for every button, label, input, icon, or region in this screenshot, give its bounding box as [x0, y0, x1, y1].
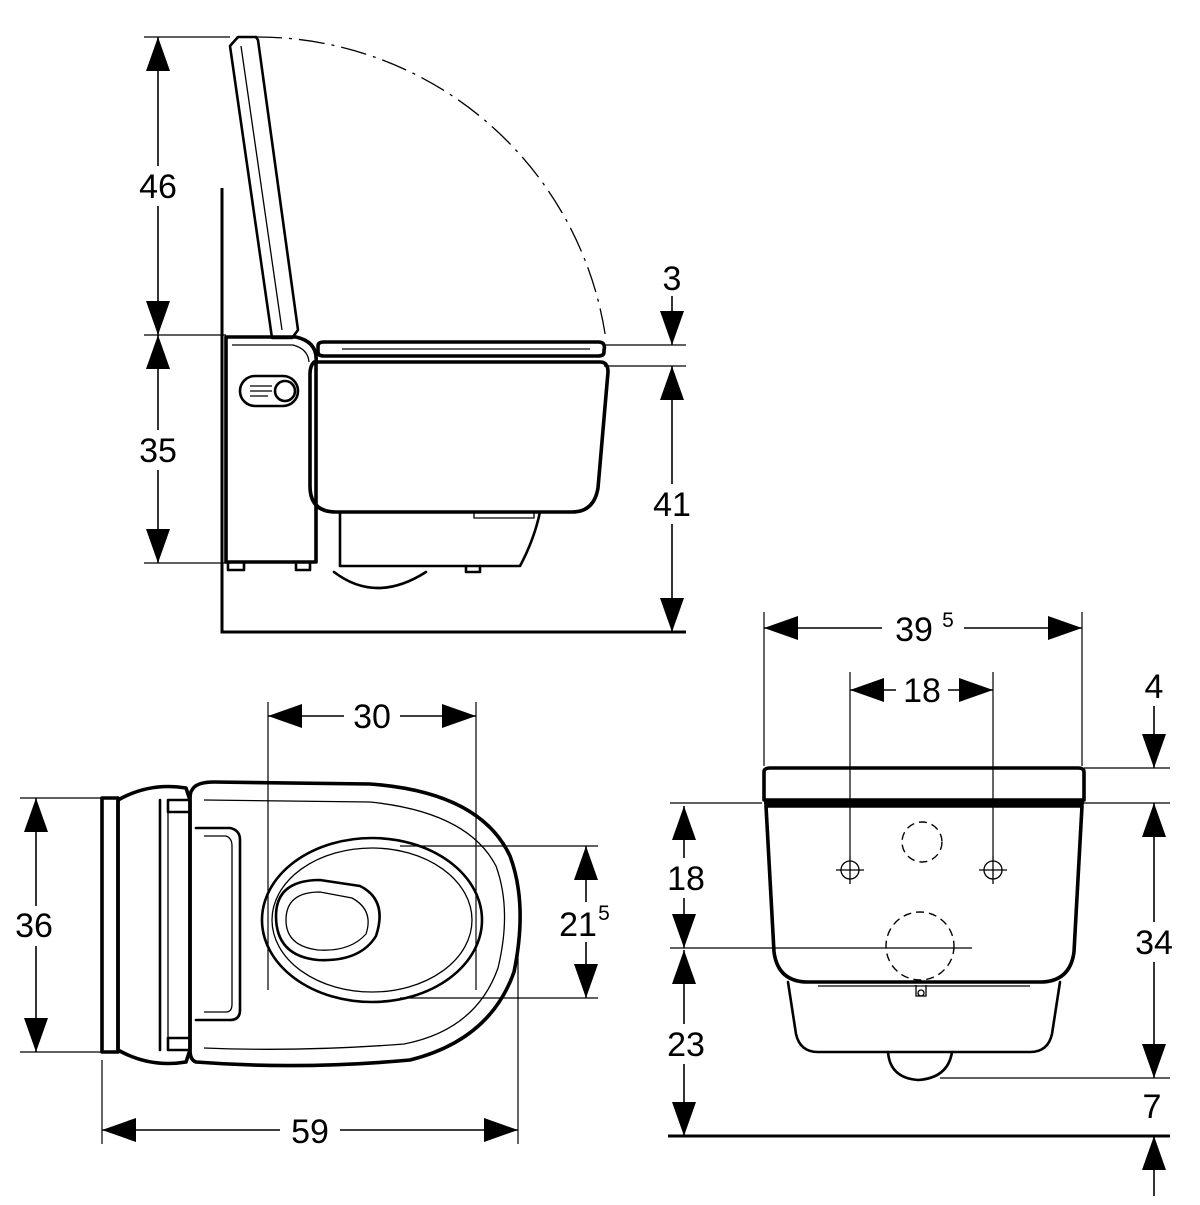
dim-label-overall-length: 59 — [291, 1113, 329, 1151]
right-bolt-marker — [979, 856, 1007, 884]
side-wall-floor-line — [220, 188, 686, 634]
seat-outline-top — [188, 780, 522, 1068]
left-bolt-marker — [836, 856, 864, 884]
dim-label-total-width-superscript: 5 — [942, 609, 954, 632]
dim-label-outlet-drop: 7 — [1143, 1088, 1162, 1126]
control-knob-icon — [273, 379, 297, 403]
dim-label-lid-height: 46 — [139, 168, 177, 206]
bowl-front — [764, 804, 1084, 984]
raised-lid — [228, 35, 300, 340]
bowl-opening — [260, 836, 484, 1004]
drain-port-dashed — [885, 911, 955, 981]
front-view: 39 5 18 4 18 23 34 7 — [660, 608, 1180, 1196]
dim-label-bowl-length-superscript: 5 — [598, 902, 610, 925]
seat-front — [762, 766, 1086, 802]
dim-label-bolt-spacing: 18 — [903, 672, 941, 710]
outlet-side — [332, 570, 428, 590]
dim-label-outlet-height: 23 — [667, 1026, 705, 1064]
outlet-front — [886, 1050, 954, 1082]
dim-label-seat-height: 41 — [653, 486, 691, 524]
seat-hinge-area — [116, 784, 192, 1066]
seat-side — [316, 340, 607, 358]
dim-label-bolt-height: 18 — [667, 860, 705, 898]
control-panel — [238, 374, 300, 408]
wall-plate — [100, 796, 120, 1054]
dim-label-bowl-width: 30 — [353, 698, 391, 736]
dim-label-total-width: 39 — [895, 611, 933, 649]
dim-label-seat-gap: 3 — [663, 260, 682, 298]
lower-body-front — [786, 980, 1062, 1054]
top-view: 30 36 21 5 59 — [10, 697, 616, 1151]
dim-label-housing-height: 35 — [139, 432, 177, 470]
bowl-side — [308, 340, 610, 590]
dim-label-body-height: 34 — [1135, 924, 1173, 962]
dim-label-bowl-length: 21 — [559, 906, 597, 944]
dim-label-lid-thickness: 4 — [1145, 668, 1164, 706]
supply-port-dashed — [901, 821, 943, 863]
side-view: 46 35 3 41 — [132, 35, 698, 634]
bowl-drain — [274, 878, 381, 962]
dim-label-overall-width: 36 — [15, 907, 53, 945]
rear-housing — [224, 335, 318, 572]
lid-swing-arc — [255, 36, 607, 341]
